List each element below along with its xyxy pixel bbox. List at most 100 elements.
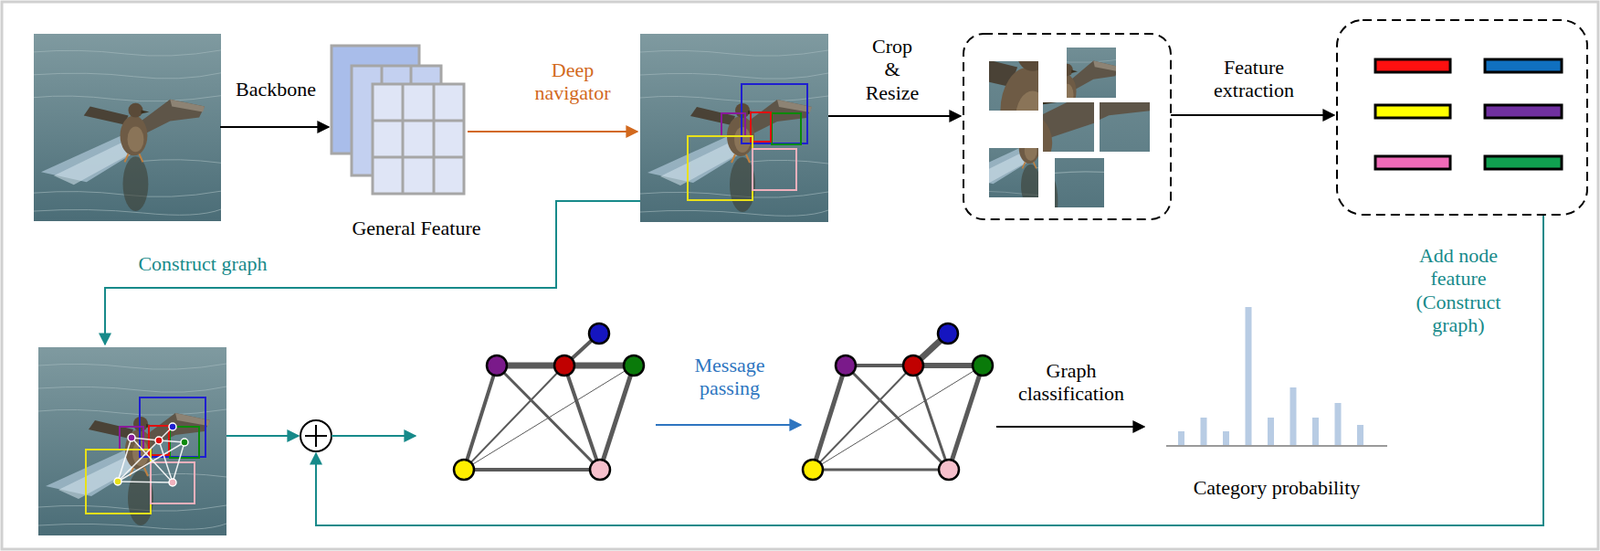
feature-map-stack	[410, 65, 413, 85]
graph-before	[463, 365, 634, 470]
flow-arrows	[655, 423, 801, 426]
flow-arrows	[105, 115, 1544, 526]
graph-after	[913, 365, 949, 470]
feature-map-stack	[372, 119, 464, 123]
graph-before	[486, 355, 507, 376]
region-boxes	[687, 84, 808, 200]
graph-before	[463, 333, 634, 470]
feature-map-stack	[372, 84, 464, 194]
flow-arrows	[1170, 114, 1335, 116]
probability-bars	[1312, 417, 1319, 446]
graph-after	[938, 459, 959, 480]
region-boxes	[721, 113, 746, 137]
input-photo	[33, 33, 222, 222]
cropped-patches	[873, 0, 1198, 275]
graph-after	[903, 355, 924, 376]
arrow-label: Crop & Resize	[865, 34, 920, 105]
region-graph-overlay	[158, 440, 173, 483]
region-boxes	[741, 84, 808, 144]
region-boxes	[750, 112, 771, 142]
flow-arrows	[828, 115, 961, 117]
flow-arrows	[220, 126, 329, 128]
arrow-label: Feature extraction	[1213, 55, 1295, 103]
feature-map-stack	[380, 65, 384, 85]
arrow-label: Construct graph	[137, 252, 267, 275]
figure-caption: Category probability	[1189, 475, 1365, 499]
feature-map-stack	[432, 84, 436, 194]
arrow-label: Deep navigator	[534, 58, 611, 106]
region-graph-overlay	[117, 481, 173, 483]
flow-arrows	[996, 425, 1145, 428]
feature-vectors	[1375, 59, 1562, 169]
graph-before	[463, 467, 600, 472]
graph-after	[948, 365, 983, 470]
region-boxes	[771, 113, 801, 145]
feature-vectors	[1484, 156, 1562, 169]
cropped-patches	[928, 20, 1141, 246]
region-graph-overlay	[180, 438, 189, 446]
feature-vectors	[1375, 105, 1451, 118]
arrow-label: Add node feature (Construct graph)	[1404, 243, 1513, 337]
cropped-patches	[761, 0, 1241, 288]
probability-bars	[1267, 417, 1274, 446]
input-photo	[33, 33, 222, 222]
region-graph-overlay	[117, 426, 185, 483]
graph-after	[802, 323, 993, 480]
region-photo	[640, 33, 829, 222]
flow-arrows	[315, 215, 1544, 526]
graph-before	[453, 323, 644, 480]
region-graph-overlay	[85, 397, 206, 514]
feature-map-stack	[372, 156, 464, 159]
region-graph-overlay	[139, 397, 206, 457]
feature-vectors	[1375, 59, 1451, 73]
caption-text: General Feature	[347, 216, 485, 240]
graph-after	[812, 333, 983, 470]
arrow-label: Message passing	[694, 353, 766, 400]
feature-vectors	[1484, 105, 1562, 118]
graph-before	[463, 365, 497, 470]
region-graph-overlay	[127, 433, 136, 442]
feature-vectors	[1484, 59, 1562, 73]
graph-before	[589, 459, 611, 480]
graph-before	[600, 365, 634, 470]
cropped-patches	[761, 0, 1241, 296]
graph-after	[937, 323, 958, 344]
graph-after	[835, 355, 856, 376]
sum-symbol	[300, 420, 332, 452]
cropped-patches	[873, 0, 1198, 275]
probability-bars	[1166, 306, 1388, 446]
region-graph-overlay	[117, 442, 185, 482]
probability-bars	[1335, 402, 1342, 446]
graph-before	[623, 355, 644, 376]
region-graph-overlay	[85, 397, 206, 514]
graph-before	[564, 365, 600, 470]
graph-after	[812, 365, 983, 470]
graph-photo	[38, 347, 227, 536]
region-boxes	[687, 136, 753, 200]
flow-arrows	[105, 200, 641, 345]
graph-after	[812, 365, 846, 470]
cropped-patches	[820, 0, 1211, 296]
probability-bars	[1178, 431, 1185, 446]
sum-symbol	[315, 424, 317, 447]
figure-caption: General Feature	[347, 216, 485, 240]
region-graph-overlay	[169, 426, 200, 458]
region-graph-overlay	[114, 477, 122, 485]
graph-after	[812, 468, 949, 472]
caption-text: Category probability	[1189, 475, 1365, 499]
probability-bars	[1200, 417, 1208, 446]
probability-bars	[1290, 387, 1297, 446]
flow-arrows	[467, 130, 638, 133]
graph-before	[453, 323, 644, 480]
flow-arrows	[331, 434, 416, 437]
graph-after	[802, 459, 823, 480]
region-graph-overlay	[131, 437, 173, 483]
graph-before	[554, 355, 575, 376]
probability-bars	[1166, 444, 1388, 447]
sum-symbol	[300, 420, 332, 452]
probability-bars	[1222, 431, 1230, 446]
arrow-label: Graph classification	[1018, 358, 1125, 406]
probability-bars	[1245, 306, 1253, 446]
